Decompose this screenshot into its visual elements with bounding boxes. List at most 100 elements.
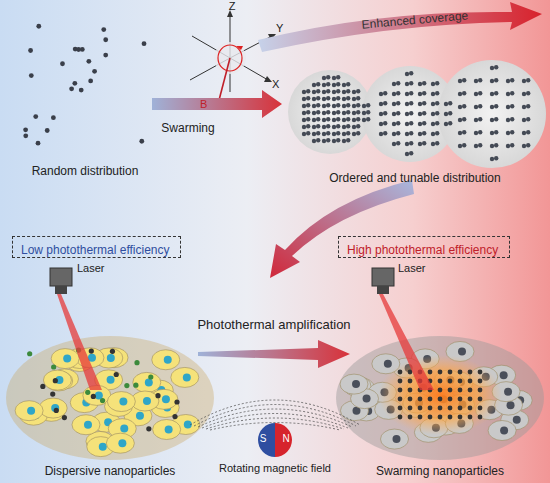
nanoparticle: [458, 118, 462, 122]
nanoparticle: [342, 139, 346, 143]
label: Y: [276, 22, 283, 35]
nanoparticle: [336, 96, 340, 100]
nanoparticle: [478, 104, 482, 108]
nanoparticle: [60, 61, 65, 66]
cell: [72, 415, 100, 435]
nanoparticle: [435, 141, 439, 145]
nanoparticle: [53, 378, 58, 383]
nanoparticle: [342, 83, 346, 87]
nanoparticle: [362, 104, 366, 108]
nanoparticle: [352, 118, 356, 122]
nanoparticle: [478, 379, 483, 384]
cell: [153, 420, 181, 440]
nanoparticle: [431, 82, 435, 86]
nanoparticle: [306, 103, 310, 107]
nanoparticle: [89, 348, 94, 353]
nanoparticle: [458, 379, 463, 384]
nanoparticle: [352, 104, 356, 108]
nanoparticle: [342, 118, 346, 122]
nanoparticle: [326, 138, 330, 142]
box-text: Low photothermal efficiency: [21, 243, 170, 257]
nanoparticle: [302, 118, 306, 122]
nanoparticle: [356, 117, 360, 121]
nanoparticle: [326, 96, 330, 100]
nanoparticle: [306, 89, 310, 93]
cell-nucleus: [119, 398, 127, 406]
cell-nucleus: [84, 421, 92, 429]
cell: [171, 367, 199, 387]
nanoparticle: [316, 103, 320, 107]
nanoparticle: [490, 105, 494, 109]
nanoparticle: [409, 121, 413, 125]
nanoparticle: [418, 92, 422, 96]
nanoparticle: [342, 125, 346, 129]
nanoparticle: [428, 397, 433, 402]
nanoparticle: [148, 374, 153, 379]
nanoparticle: [326, 89, 330, 93]
nanoparticle: [332, 76, 336, 80]
cell-nucleus: [120, 425, 128, 433]
nanoparticle: [336, 110, 340, 114]
nanoparticle: [326, 131, 330, 135]
nanoparticle: [474, 131, 478, 135]
nanoparticle: [444, 112, 448, 116]
nanoparticle: [418, 82, 422, 86]
nanoparticle: [326, 110, 330, 114]
nanoparticle: [494, 91, 498, 95]
nanoparticle: [346, 117, 350, 121]
cell-nucleus: [500, 371, 508, 379]
nanoparticle: [88, 79, 93, 84]
nanoparticle: [510, 143, 514, 147]
nanoparticle: [312, 83, 316, 87]
nanoparticle: [379, 122, 383, 126]
label: Z: [229, 0, 236, 13]
nanoparticle: [316, 110, 320, 114]
nanoparticle: [352, 90, 356, 94]
nanoparticle: [526, 104, 530, 108]
nanoparticle: [332, 118, 336, 122]
nanoparticle: [51, 364, 56, 369]
nanoparticle: [409, 71, 413, 75]
nanoparticle: [458, 406, 463, 411]
cell-nucleus: [507, 401, 515, 409]
nanoparticle: [478, 370, 483, 375]
nanoparticle: [444, 122, 448, 126]
nanoparticle: [312, 111, 316, 115]
nanoparticle: [124, 383, 129, 388]
nanoparticle: [438, 370, 443, 375]
cell: [107, 392, 135, 412]
nanoparticle: [435, 121, 439, 125]
nanoparticle: [435, 91, 439, 95]
nanoparticle: [431, 92, 435, 96]
nanoparticle: [362, 111, 366, 115]
nanoparticle: [27, 351, 32, 356]
nanoparticle: [306, 124, 310, 128]
nanoparticle: [306, 131, 310, 135]
nanoparticle: [494, 156, 498, 160]
nanoparticle: [448, 121, 452, 125]
nanoparticle: [526, 78, 530, 82]
nanoparticle: [139, 139, 144, 144]
nanoparticle: [422, 131, 426, 135]
nanoparticle: [490, 144, 494, 148]
cell: [15, 401, 43, 421]
nanoparticle: [316, 89, 320, 93]
nanoparticle: [462, 117, 466, 121]
nanoparticle: [133, 383, 138, 388]
nanoparticle: [408, 406, 413, 411]
nanoparticle: [322, 125, 326, 129]
cell-nucleus: [384, 360, 392, 368]
nanoparticle: [435, 111, 439, 115]
label: Photothermal amplification: [197, 318, 350, 333]
nanoparticle: [468, 388, 473, 393]
box-text: High photothermal efficiency: [347, 243, 498, 257]
nanoparticle: [478, 117, 482, 121]
nanoparticle: [62, 415, 67, 420]
nanoparticle: [322, 90, 326, 94]
nanoparticle: [448, 111, 452, 115]
nanoparticle: [510, 78, 514, 82]
nanoparticle: [490, 79, 494, 83]
nanoparticle: [85, 390, 90, 395]
label: Laser: [398, 262, 426, 275]
nanoparticle: [342, 97, 346, 101]
